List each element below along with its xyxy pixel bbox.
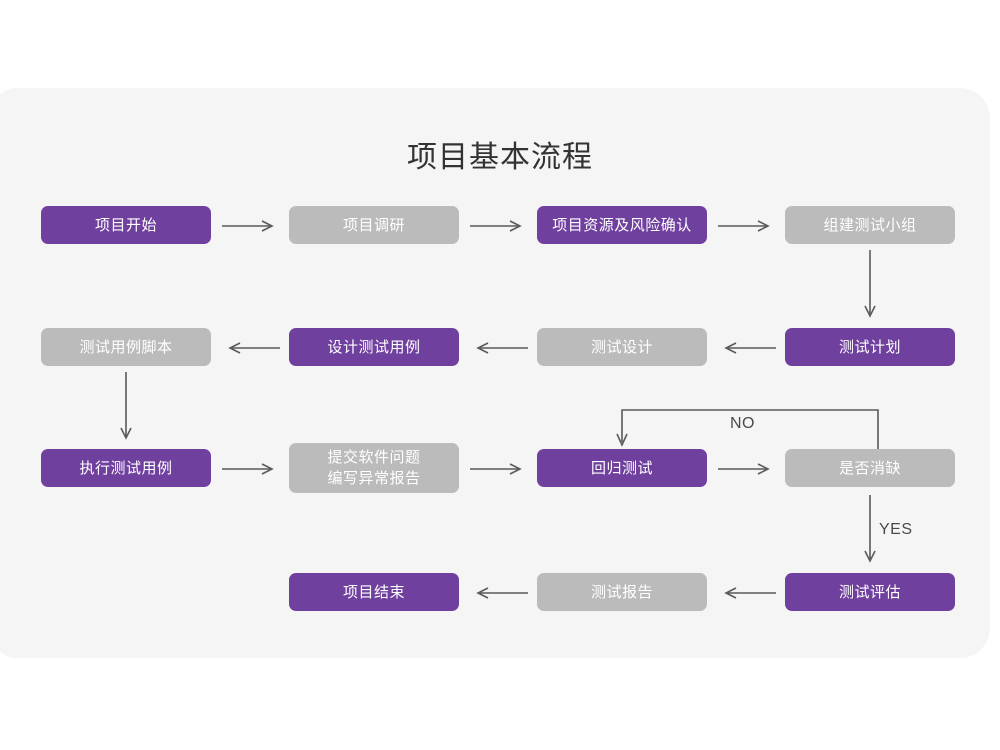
node-label: 测试用例脚本 [79, 338, 173, 356]
node-label: 测试评估 [838, 583, 901, 601]
arrow-left-2 [472, 341, 528, 354]
node-regression-test[interactable]: 回归测试 [537, 449, 707, 487]
arrow-right-6 [718, 462, 774, 475]
arrow-right-1 [222, 219, 278, 232]
node-label: 项目结束 [342, 583, 405, 601]
node-label: 项目资源及风险确认 [552, 216, 692, 234]
node-project-end[interactable]: 项目结束 [289, 573, 459, 611]
node-label: 测试计划 [838, 338, 901, 356]
edge-label-yes: YES [879, 521, 913, 538]
arrow-right-2 [470, 219, 526, 232]
arrow-right-3 [718, 219, 774, 232]
flowchart-card [0, 88, 990, 658]
node-project-research[interactable]: 项目调研 [289, 206, 459, 244]
node-label: 项目开始 [94, 216, 157, 234]
node-submit-issue-report[interactable]: 提交软件问题 编写异常报告 [289, 443, 459, 493]
node-label: 组建测试小组 [823, 216, 917, 234]
node-label-line1: 提交软件问题 [327, 449, 421, 466]
node-label: 测试报告 [590, 583, 653, 601]
node-build-test-team[interactable]: 组建测试小组 [785, 206, 955, 244]
arrow-right-4 [222, 462, 278, 475]
arrow-left-5 [720, 586, 776, 599]
node-label: 设计测试用例 [327, 338, 421, 356]
node-label: 提交软件问题 编写异常报告 [327, 447, 420, 489]
arrow-down-script-to-execute [120, 372, 132, 444]
node-label: 测试设计 [590, 338, 653, 356]
arrow-left-3 [720, 341, 776, 354]
node-test-report[interactable]: 测试报告 [537, 573, 707, 611]
arrow-down-yes [864, 495, 876, 567]
arrow-left-1 [224, 341, 280, 354]
loop-arrow-no [614, 408, 880, 461]
edge-label-no: NO [730, 415, 755, 432]
arrow-right-5 [470, 462, 526, 475]
node-defect-resolved[interactable]: 是否消缺 [785, 449, 955, 487]
node-label: 项目调研 [342, 216, 405, 234]
node-resource-risk-confirm[interactable]: 项目资源及风险确认 [537, 206, 707, 244]
node-execute-test-case[interactable]: 执行测试用例 [41, 449, 211, 487]
page-title: 项目基本流程 [407, 141, 593, 174]
node-label: 执行测试用例 [79, 459, 173, 477]
node-test-evaluation[interactable]: 测试评估 [785, 573, 955, 611]
node-test-case-script[interactable]: 测试用例脚本 [41, 328, 211, 366]
node-label: 回归测试 [590, 459, 653, 477]
arrow-left-4 [472, 586, 528, 599]
node-label: 是否消缺 [838, 459, 901, 477]
node-project-start[interactable]: 项目开始 [41, 206, 211, 244]
node-design-test-case[interactable]: 设计测试用例 [289, 328, 459, 366]
arrow-down-team-to-plan [864, 250, 876, 322]
node-test-plan[interactable]: 测试计划 [785, 328, 955, 366]
node-test-design[interactable]: 测试设计 [537, 328, 707, 366]
node-label-line2: 编写异常报告 [327, 470, 421, 487]
